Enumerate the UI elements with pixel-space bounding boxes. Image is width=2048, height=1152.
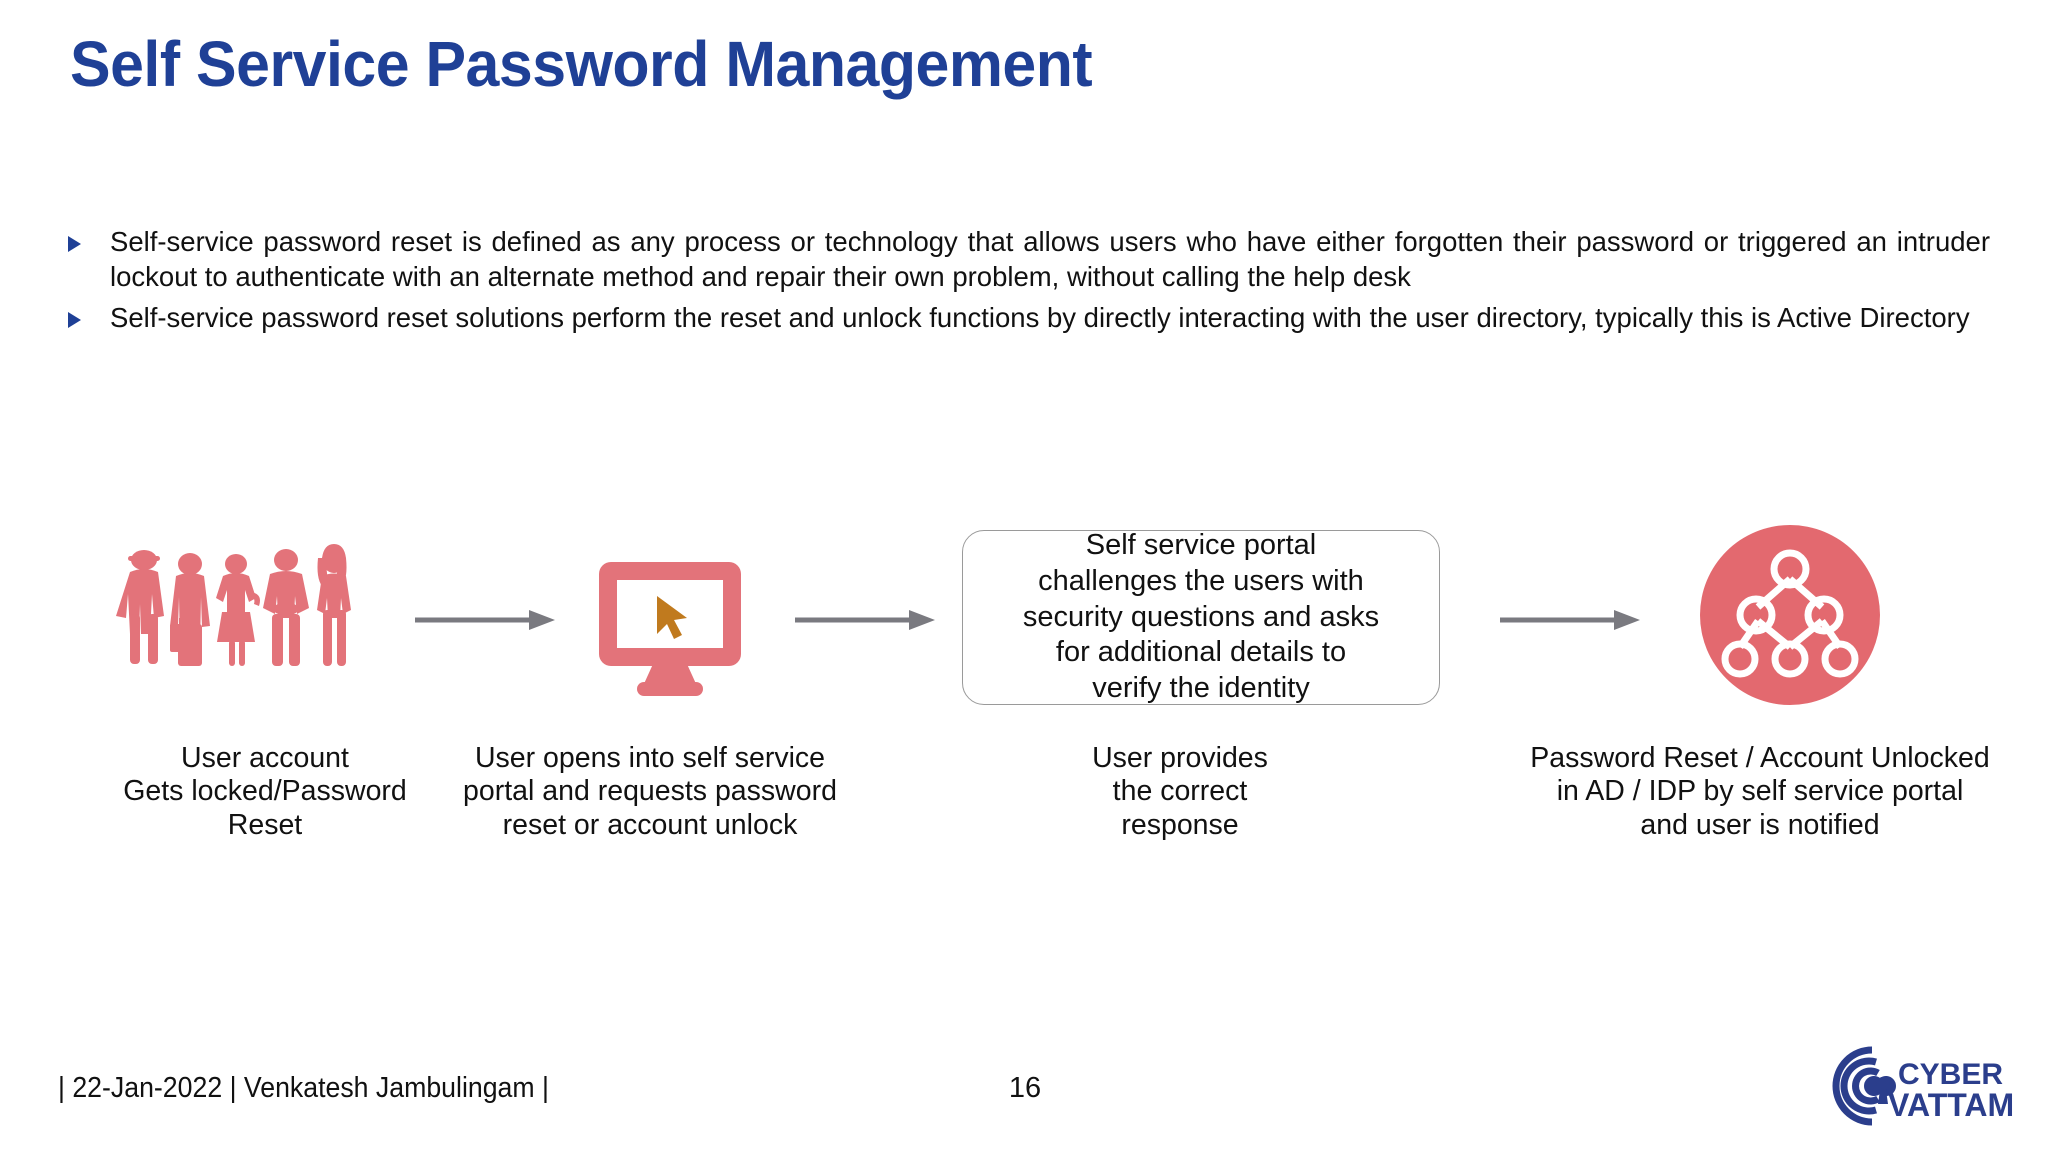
triangle-bullet-icon [60, 225, 110, 257]
process-flow-diagram: Self service portal challenges the users… [0, 500, 2048, 880]
bullet-item: Self-service password reset solutions pe… [60, 301, 1990, 336]
step-caption: User provides the correct response [1092, 742, 1268, 841]
bullet-item: Self-service password reset is defined a… [60, 225, 1990, 295]
directory-tree-circle-icon [1700, 525, 1880, 705]
bullet-text: Self-service password reset is defined a… [110, 226, 1990, 292]
step-caption: Password Reset / Account Unlocked in AD … [1530, 742, 1990, 841]
challenge-callout-box: Self service portal challenges the users… [962, 528, 1440, 705]
page-number: 16 [1008, 1072, 1042, 1104]
diagram-captions: User account Gets locked/Password Reset … [0, 742, 2048, 872]
group-of-people-icon [110, 540, 370, 680]
flow-arrow [415, 608, 555, 632]
page-title: Self Service Password Management [70, 28, 1093, 100]
cyber-vattam-logo: CYBER VATTAM [1820, 1040, 2020, 1132]
footer-credit: | 22-Jan-2022 | Venkatesh Jambulingam | [58, 1072, 549, 1104]
bullet-list: Self-service password reset is defined a… [60, 225, 1990, 342]
step-caption: User account Gets locked/Password Reset [123, 742, 407, 841]
callout-text: Self service portal challenges the users… [1022, 528, 1380, 705]
logo-line-1: CYBER [1898, 1058, 2003, 1091]
step-caption: User opens into self service portal and … [463, 742, 837, 841]
flow-arrow [1500, 608, 1640, 632]
triangle-bullet-icon [60, 301, 110, 333]
bullet-text: Self-service password reset solutions pe… [110, 301, 1970, 333]
flow-arrow [795, 608, 935, 632]
logo-line-2: VATTAM [1888, 1087, 2014, 1123]
desktop-monitor-with-cursor-icon [595, 560, 745, 700]
